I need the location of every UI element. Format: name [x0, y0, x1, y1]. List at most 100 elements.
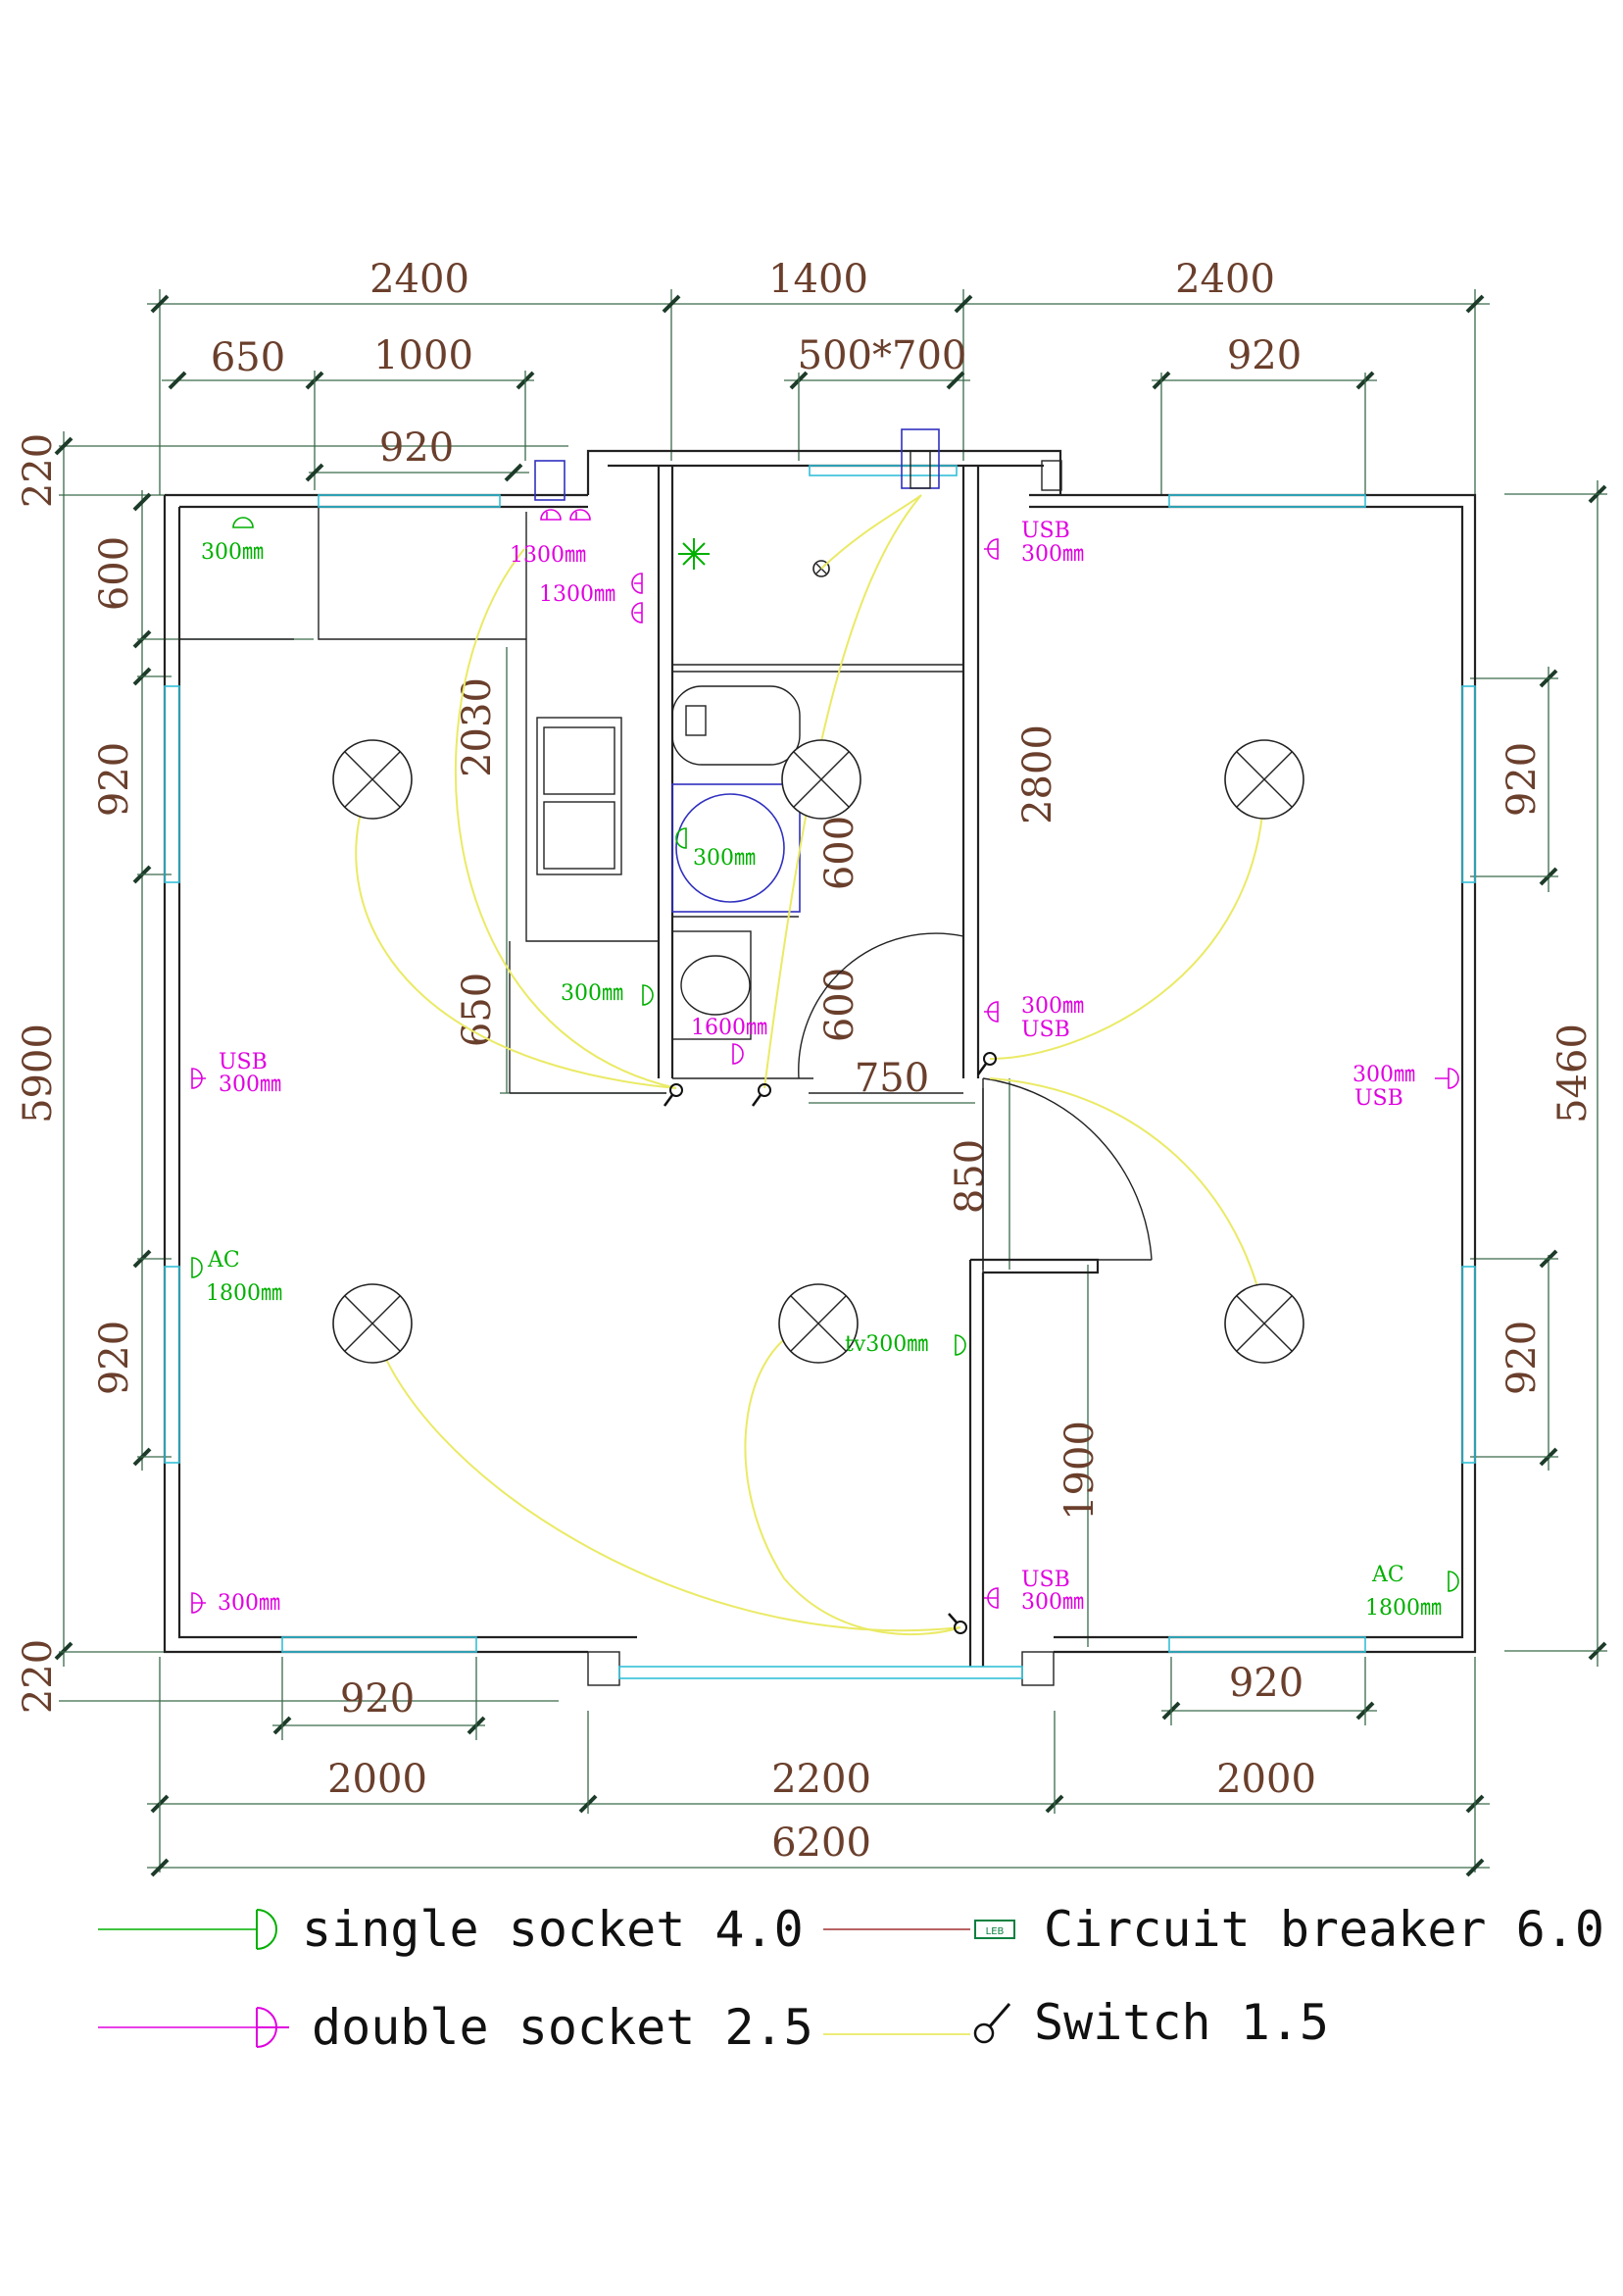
dim-top-mid: 1400 [768, 257, 868, 302]
double-socket-icon [732, 1043, 744, 1065]
dim-bottom-total: 6200 [771, 1821, 871, 1866]
legend: single socket 4.0 LEB Circuit breaker 6.… [98, 1901, 1604, 2056]
sockets: 300㎜ 1300㎜ 1300㎜ 300㎜ 300㎜ 1600㎜ USB 300… [191, 509, 1459, 1621]
dim-bottom-2200: 2200 [771, 1757, 871, 1802]
label-right-mid-height: 300㎜ [1021, 994, 1084, 1019]
dim-bath-600-top: 600 [817, 816, 862, 890]
window-bottom-left [281, 1636, 477, 1653]
window-top-bath [809, 465, 958, 476]
dim-kitchen-650: 650 [455, 973, 500, 1047]
label-right-mid-usb: USB [1021, 1018, 1070, 1042]
dim-top-650: 650 [211, 335, 285, 380]
single-socket-icon [955, 1334, 966, 1356]
dim-right-920-top: 920 [1500, 742, 1545, 817]
dim-top-left: 2400 [369, 257, 469, 302]
double-socket-icon [984, 1587, 999, 1609]
switch-icon [948, 1613, 967, 1634]
lamp-icon [332, 739, 413, 820]
label-right-bottom-usb-height: 300㎜ [1021, 1590, 1084, 1615]
label-basin-1600: 1600㎜ [691, 1016, 767, 1040]
legend-double-socket: double socket 2.5 [98, 1999, 813, 2056]
fixtures [534, 428, 1153, 1273]
double-socket-icon [540, 509, 562, 521]
label-right-wall-height: 300㎜ [1352, 1063, 1415, 1087]
double-socket-icon [191, 1068, 206, 1089]
window-top-left [318, 494, 501, 508]
lamp-icon [778, 1283, 859, 1364]
window-left-bottom [164, 1266, 180, 1464]
double-socket-icon [1435, 1068, 1459, 1089]
dim-left-600: 600 [92, 536, 137, 611]
legend-double-socket-text: double socket 2.5 [312, 1999, 813, 2056]
window-bottom-door [618, 1666, 1023, 1679]
dim-bottom-2000-right: 2000 [1216, 1757, 1316, 1802]
dim-door-750: 750 [855, 1056, 929, 1101]
label-kitchen-300: 300㎜ [201, 540, 264, 565]
windows [164, 465, 1476, 1679]
label-kitchen-1300-a: 1300㎜ [510, 543, 586, 568]
legend-circuit-breaker: LEB Circuit breaker 6.0 [823, 1901, 1604, 1958]
label-ac-left-height: 1800㎜ [206, 1281, 282, 1306]
dim-left-total: 5900 [16, 1023, 61, 1123]
dim-bottom-920-left: 920 [340, 1676, 415, 1722]
label-right-bottom-usb: USB [1021, 1568, 1070, 1592]
dim-kitchen-2030: 2030 [455, 677, 500, 777]
label-right-wall-usb: USB [1354, 1086, 1403, 1111]
label-kitchen-1300-b: 1300㎜ [539, 582, 615, 607]
dim-bottom-2000-left: 2000 [327, 1757, 427, 1802]
window-bottom-right [1168, 1636, 1366, 1653]
double-socket-icon [984, 538, 999, 560]
window-top-right [1168, 494, 1366, 508]
label-left-bottom-300: 300㎜ [218, 1591, 280, 1616]
switch-icon [751, 1083, 771, 1107]
switch-icon [663, 1083, 683, 1107]
label-left-usb-height: 300㎜ [219, 1073, 281, 1097]
label-ac-right: AC [1371, 1563, 1404, 1587]
legend-breaker-text: Circuit breaker 6.0 [1044, 1901, 1604, 1958]
legend-switch: Switch 1.5 [823, 1994, 1329, 2051]
basin-icon [671, 930, 752, 1040]
single-socket-icon [191, 1257, 203, 1278]
double-socket-icon [631, 602, 643, 624]
label-ac-left: AC [207, 1248, 240, 1273]
switches [663, 1052, 997, 1634]
window-right-bottom [1461, 1266, 1476, 1464]
switch-icon [976, 1052, 997, 1075]
dim-top-920-right: 920 [1227, 333, 1302, 378]
switch-icon [973, 2003, 1011, 2044]
single-socket-icon [642, 984, 654, 1006]
label-left-usb: USB [219, 1050, 268, 1074]
window-left-top [164, 685, 180, 883]
legend-switch-text: Switch 1.5 [1034, 1994, 1329, 2051]
legend-single-socket: single socket 4.0 [98, 1901, 804, 1958]
dimension-labels: 2400 1400 2400 650 1000 500*700 920 920 … [16, 257, 1596, 1866]
lamp-icon [332, 1283, 413, 1364]
dim-top-right: 2400 [1175, 257, 1275, 302]
dim-right-total: 5460 [1550, 1023, 1596, 1123]
label-right-top-usb: USB [1021, 519, 1070, 543]
double-socket-icon [631, 573, 643, 594]
single-socket-icon [1448, 1571, 1459, 1592]
single-socket-icon [256, 1909, 277, 1950]
legend-single-socket-text: single socket 4.0 [302, 1901, 804, 1958]
lamp-icon [781, 739, 861, 820]
dim-left-220-top: 220 [16, 433, 61, 508]
dim-closet-1900: 1900 [1057, 1421, 1103, 1521]
dim-right-920-bottom: 920 [1500, 1321, 1545, 1395]
label-washroom-300: 300㎜ [561, 981, 623, 1006]
double-socket-icon [984, 1001, 999, 1023]
dim-bath-600-bottom: 600 [817, 968, 862, 1042]
dim-left-220-bottom: 220 [16, 1639, 61, 1714]
dim-bottom-920-right: 920 [1229, 1661, 1303, 1706]
label-ac-right-height: 1800㎜ [1365, 1596, 1442, 1621]
single-socket-icon [675, 827, 687, 849]
dim-top-920-window: 920 [379, 425, 454, 471]
window-right-top [1461, 685, 1476, 883]
walls [163, 449, 1477, 1686]
dim-wall-2800: 2800 [1015, 724, 1060, 824]
exhaust-fan-icon [678, 538, 710, 570]
ceiling-lamps [332, 739, 1304, 1364]
lamp-icon [1224, 739, 1304, 820]
circuit-breaker-icon [974, 1920, 1015, 1939]
